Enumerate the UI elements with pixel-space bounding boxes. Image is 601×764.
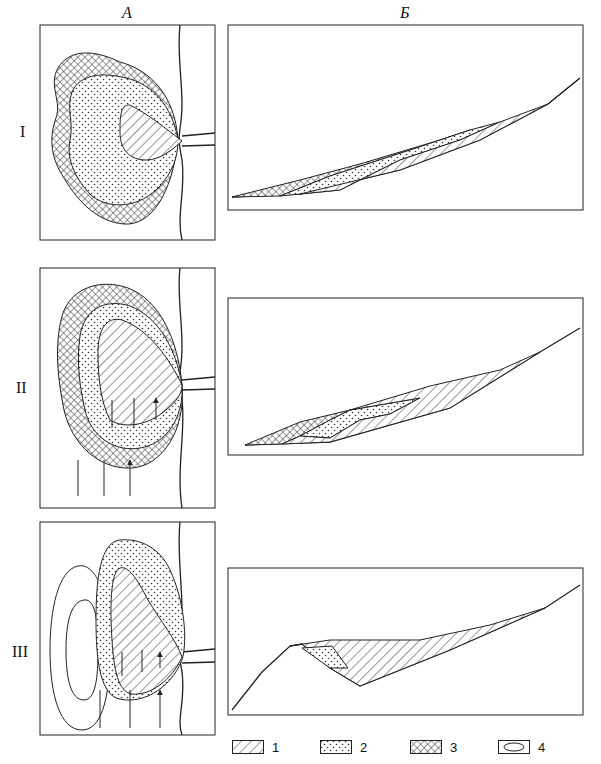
row-numeral: II: [16, 380, 27, 396]
column-letter: Б: [400, 5, 409, 21]
legend-label: 4: [538, 741, 545, 754]
legend-swatch: [320, 740, 352, 754]
column-letter: А: [122, 5, 132, 21]
legend-label: 1: [272, 741, 279, 754]
legend-swatch: [410, 740, 442, 754]
row-numeral: III: [12, 644, 28, 660]
legend-swatch: [232, 740, 264, 754]
row-numeral: I: [20, 124, 25, 140]
legend-label: 3: [450, 741, 457, 754]
legend-swatch: [498, 740, 530, 754]
legend-label: 2: [360, 741, 367, 754]
